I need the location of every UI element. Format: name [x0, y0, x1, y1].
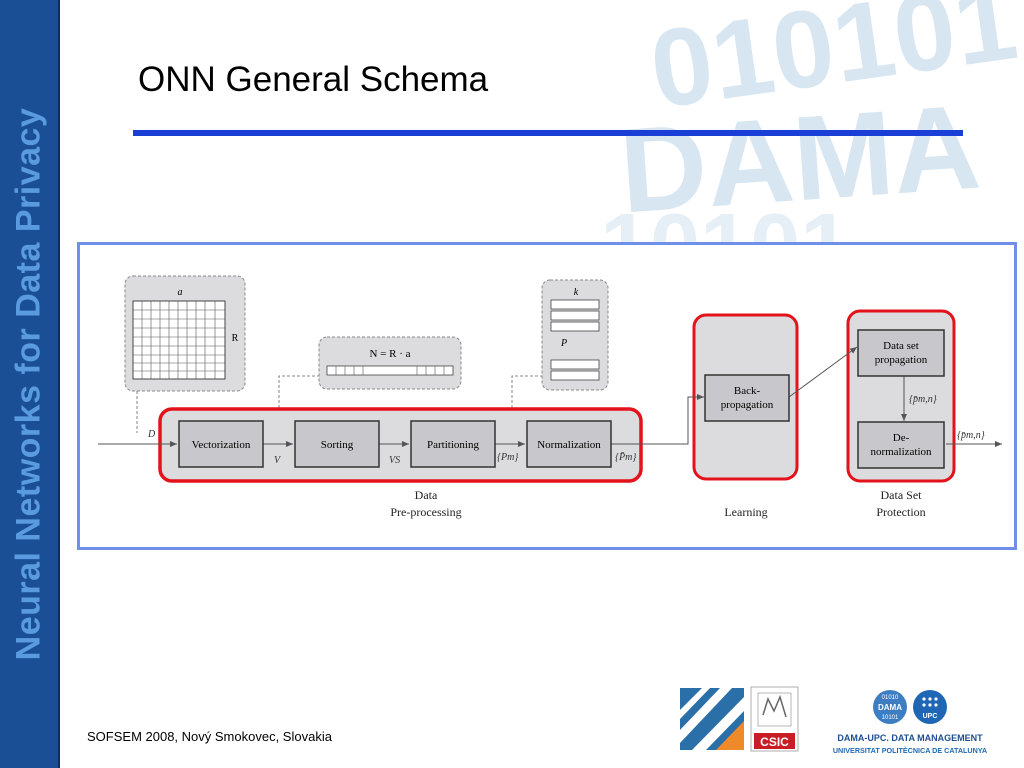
partition-region: k P [541, 279, 609, 391]
stage-label-preprocessing-1: Data [415, 488, 438, 502]
sidebar-title: Neural Networks for Data Privacy [9, 107, 48, 661]
matrix-grid [133, 301, 225, 379]
flow-label-pm: {Pm} [497, 452, 518, 463]
dama-badge-bin-1: 01010 [882, 695, 899, 701]
vector-formula: N = R · a [369, 348, 410, 360]
org-name-line-2: UNIVERSITAT POLITÈCNICA DE CATALUNYA [833, 746, 987, 755]
stage-label-learning: Learning [724, 505, 767, 519]
sorting-label: Sorting [321, 439, 354, 451]
process-backpropagation: Back- propagation [704, 374, 790, 422]
matrix-side-label: R [232, 333, 239, 344]
process-partitioning: Partitioning [410, 420, 496, 468]
process-dataset-propagation: Data set propagation [857, 329, 945, 377]
process-vectorization: Vectorization [178, 420, 264, 468]
vectorization-label: Vectorization [192, 439, 251, 451]
preprocessing-highlight [158, 407, 643, 483]
flow-label-pmn-bar: {p̄m,n} [909, 394, 937, 405]
flow-label-vs: VS [389, 455, 400, 466]
preprocessing-region [160, 409, 641, 481]
flow-label-pm-bar: {P̄m} [615, 451, 636, 463]
process-denormalization: De- normalization [857, 421, 945, 469]
stripes-logo [680, 688, 744, 750]
dataset-prop-label-2: propagation [875, 354, 928, 366]
vector-formula-region: N = R · a [318, 336, 462, 390]
csic-logo: CSIC [750, 686, 799, 752]
upc-badge: UPC [913, 690, 947, 724]
process-normalization: Normalization [526, 420, 612, 468]
backprop-label-1: Back- [734, 385, 761, 397]
onn-schema-diagram: a R N = R · a k P [98, 275, 1002, 519]
dataset-prop-label-1: Data set [883, 340, 919, 352]
dama-badge: 01010 DAMA 10101 [873, 690, 907, 724]
partition-side-label: P [560, 338, 567, 349]
stage-label-preprocessing-2: Pre-processing [390, 505, 461, 519]
process-sorting: Sorting [294, 420, 380, 468]
matrix-top-label: a [178, 287, 183, 298]
upc-text: UPC [923, 713, 938, 720]
denorm-label-1: De- [893, 432, 910, 444]
partitioning-label: Partitioning [427, 439, 479, 451]
csic-text: CSIC [760, 735, 789, 749]
dama-badge-bin-2: 10101 [882, 715, 899, 721]
sidebar-band: Neural Networks for Data Privacy [0, 0, 60, 768]
footer-text: SOFSEM 2008, Nový Smokovec, Slovakia [87, 729, 332, 744]
flow-label-d: D [147, 429, 156, 440]
data-matrix-region: a R [124, 275, 246, 392]
page-title: ONN General Schema [138, 60, 489, 99]
partition-top-label: k [574, 287, 579, 298]
dama-badge-word: DAMA [878, 703, 902, 712]
org-name-line-1: DAMA-UPC. DATA MANAGEMENT [837, 733, 983, 743]
stage-label-protection-1: Data Set [881, 488, 923, 502]
flow-label-v: V [274, 455, 282, 466]
backprop-label-2: propagation [721, 399, 774, 411]
logo-strip: CSIC 01010 DAMA 10101 UPC DAMA-UPC. DATA… [680, 686, 987, 755]
title-underline [133, 130, 963, 136]
normalization-label: Normalization [537, 439, 601, 451]
denorm-label-2: normalization [870, 446, 932, 458]
flow-label-output: {p̄m,n} [957, 430, 985, 441]
stage-label-protection-2: Protection [876, 505, 925, 519]
